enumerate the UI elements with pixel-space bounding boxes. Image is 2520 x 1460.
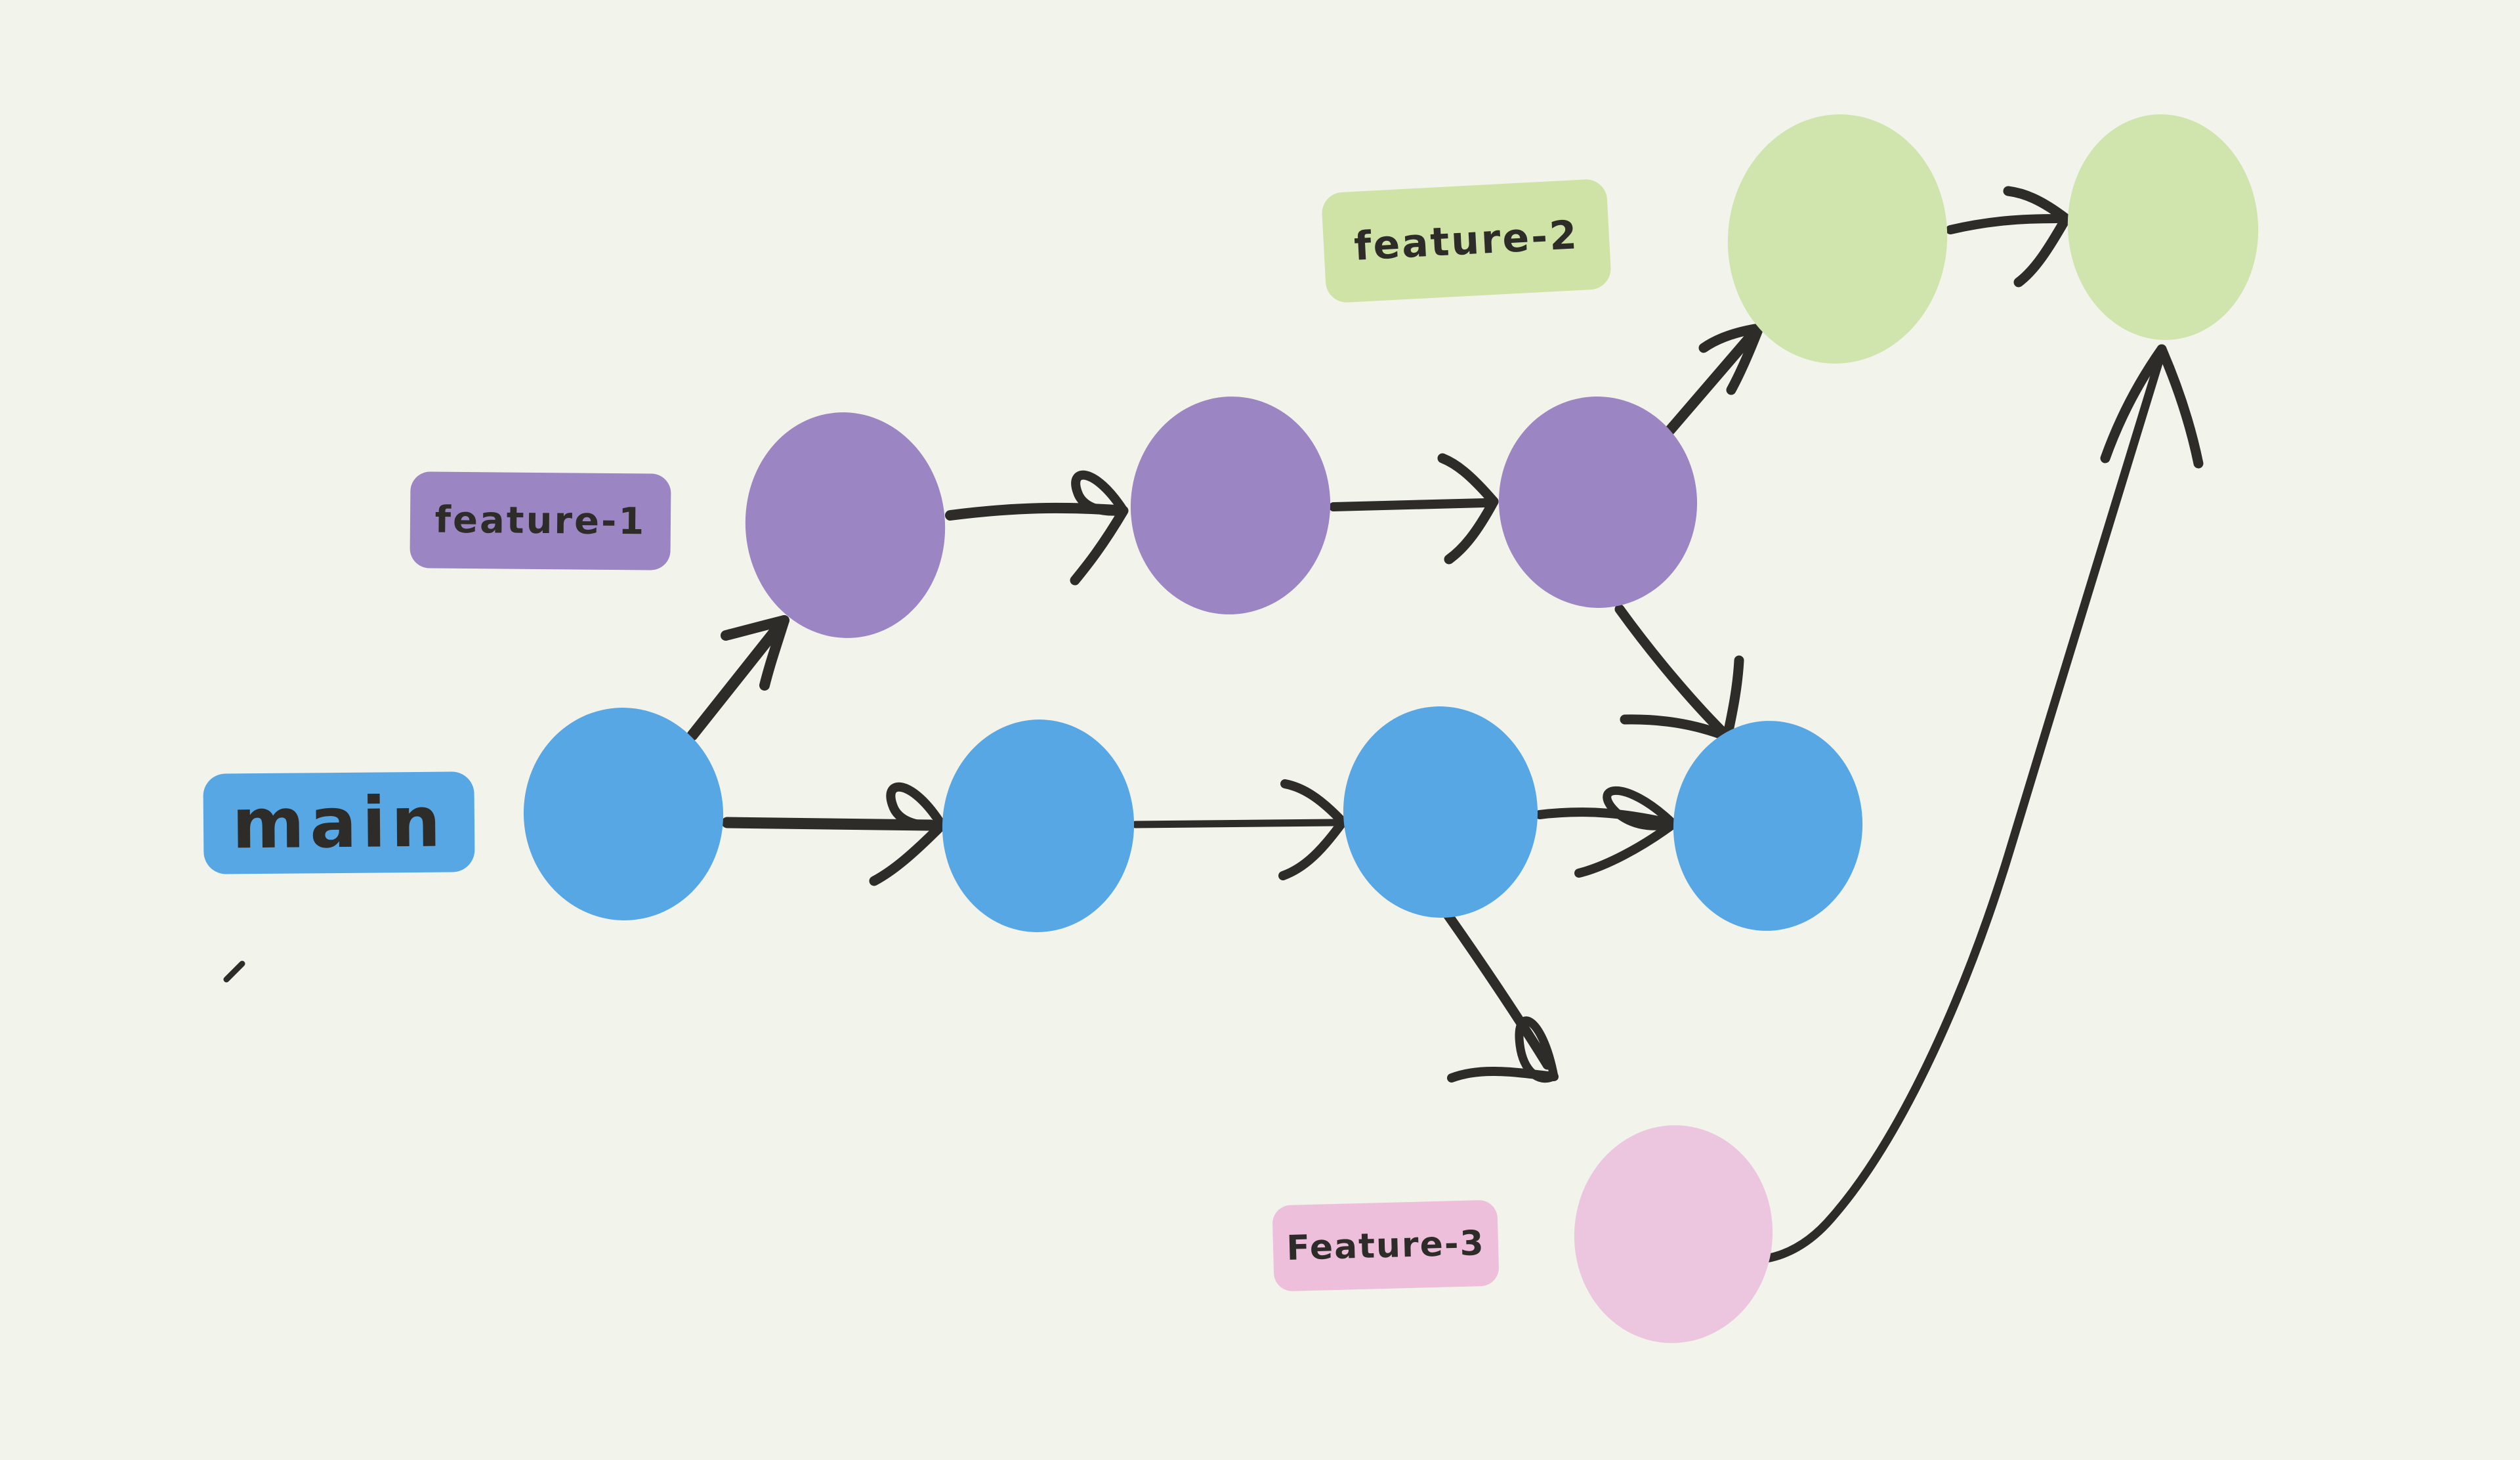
feature-1-commit-1[interactable]: [736, 404, 955, 646]
arrow-feature1-2-to-3[interactable]: [1329, 453, 1499, 565]
arrow-merge-feature3-to-feature-2[interactable]: [1721, 344, 2204, 1264]
feature-3-commit-1[interactable]: [1565, 1117, 1782, 1351]
main-branch-label[interactable]: main: [203, 771, 475, 874]
main-commit-2[interactable]: [937, 715, 1140, 937]
feature-1-branch-label[interactable]: feature-1: [410, 471, 671, 570]
arrow-branch-feature1-to-feature-2[interactable]: [1665, 323, 1764, 435]
main-branch-label-text: main: [232, 781, 446, 865]
feature-2-commit-1[interactable]: [1717, 105, 1958, 373]
feature-1-commit-3[interactable]: [1492, 390, 1704, 614]
arrow-feature2-1-to-2[interactable]: [1946, 186, 2071, 288]
arrow-branch-main-to-feature-3[interactable]: [1442, 909, 1559, 1083]
arrow-merge-feature1-to-main[interactable]: [1614, 604, 1744, 742]
feature-1-branch-label-text: feature-1: [434, 498, 646, 544]
main-commit-4[interactable]: [1666, 714, 1870, 937]
arrow-branch-main-to-feature-1[interactable]: [686, 615, 789, 741]
feature-1-commit-2[interactable]: [1124, 390, 1337, 621]
arrow-main-1-to-2[interactable]: [721, 782, 947, 886]
feature-3-branch-label-text: Feature-3: [1286, 1223, 1486, 1268]
main-commit-1[interactable]: [516, 701, 730, 927]
arrow-layer: [223, 186, 2204, 1264]
arrow-main-2-to-3[interactable]: [1131, 779, 1347, 880]
main-commit-3[interactable]: [1338, 701, 1543, 922]
arrow-main-3-to-4[interactable]: [1535, 786, 1678, 878]
stray-pen-mark[interactable]: [223, 960, 245, 983]
feature-2-branch-label[interactable]: feature-2: [1320, 178, 1612, 304]
feature-2-commit-2[interactable]: [2060, 108, 2265, 346]
commit-node-layer: [516, 105, 2265, 1351]
feature-2-branch-label-text: feature-2: [1353, 212, 1580, 270]
feature-3-branch-label[interactable]: Feature-3: [1272, 1199, 1500, 1292]
arrow-feature1-1-to-2[interactable]: [945, 470, 1129, 586]
